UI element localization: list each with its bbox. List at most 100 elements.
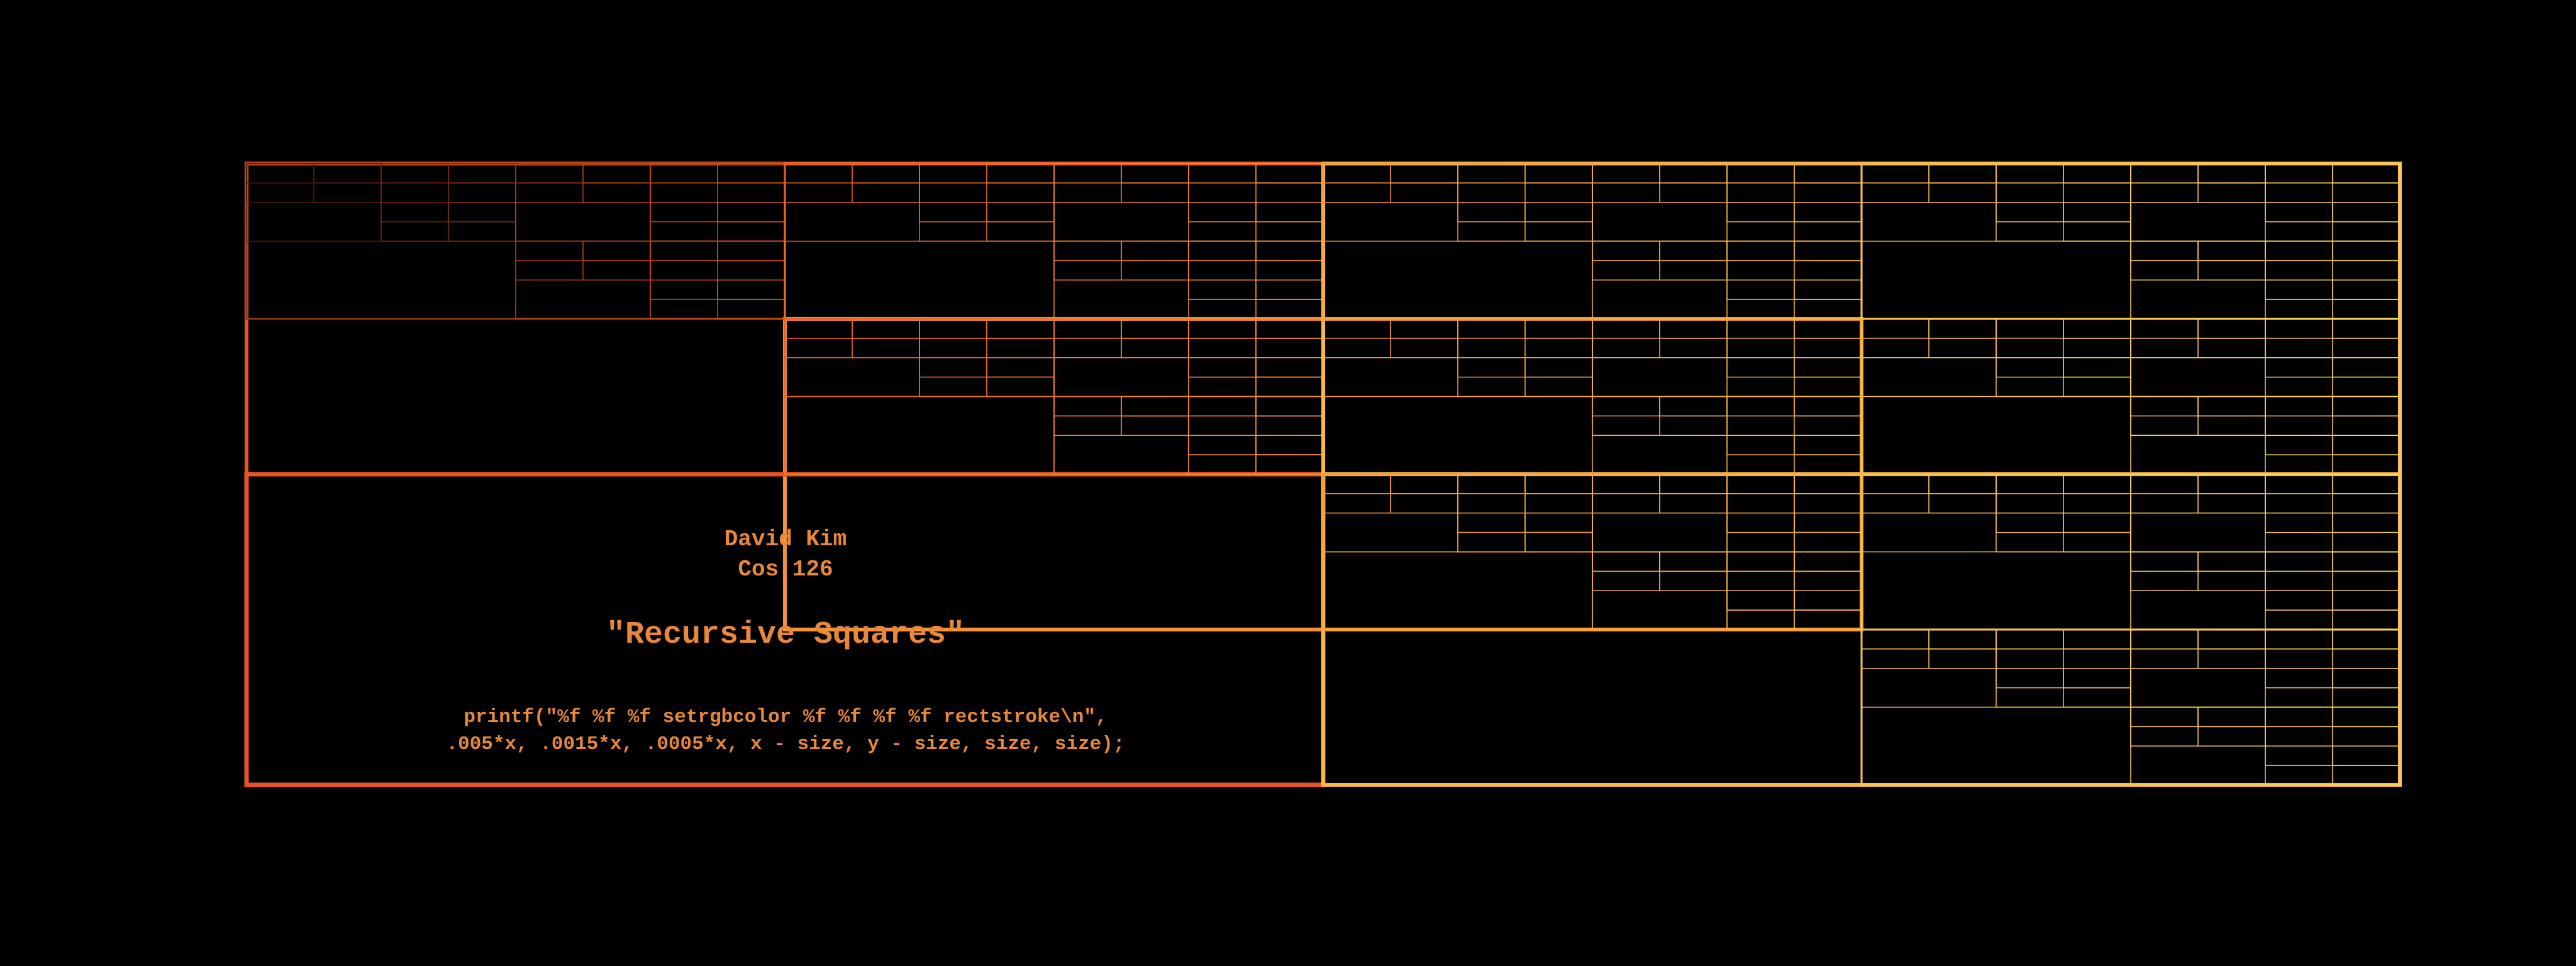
fractal-square (1390, 474, 1458, 494)
fractal-square (1053, 240, 1122, 262)
fractal-square (919, 202, 987, 223)
fractal-square (1794, 163, 1862, 184)
fractal-square (2265, 202, 2333, 223)
fractal-square (1255, 357, 1324, 378)
fractal-square (1794, 415, 1862, 436)
fractal-square (2197, 706, 2266, 728)
fractal-square (2332, 415, 2401, 436)
fractal-square (1659, 551, 1728, 572)
fractal-square (2265, 474, 2333, 494)
fractal-square (1255, 415, 1324, 436)
fractal-square (986, 202, 1055, 223)
fractal-square (2332, 338, 2401, 358)
fractal-square (448, 221, 516, 242)
fractal-square (1659, 318, 1728, 339)
fractal-square (1457, 202, 1526, 223)
fractal-square (1255, 221, 1324, 242)
fractal-square (1928, 648, 1997, 669)
fractal-square (1794, 570, 1862, 592)
fractal-square (1188, 357, 1257, 378)
fractal-square (2063, 513, 2131, 533)
fractal-square (2332, 551, 2401, 572)
fractal-square (1794, 513, 1862, 533)
fractal-square (1053, 163, 1122, 184)
fractal-square (1726, 240, 1795, 262)
fractal-square (1592, 551, 1660, 572)
fractal-square (1255, 396, 1324, 417)
fractal-square (1053, 396, 1122, 417)
fractal-square (1794, 260, 1862, 281)
fractal-square (1592, 474, 1660, 494)
fractal-square (2063, 163, 2131, 184)
fractal-square (1524, 531, 1593, 553)
fractal-square (1524, 163, 1593, 184)
fractal-square (717, 279, 786, 300)
fractal-square (2332, 493, 2401, 514)
fractal-square (1255, 279, 1324, 300)
fractal-square (1390, 493, 1458, 514)
fractal-square (1524, 221, 1593, 242)
fractal-square (852, 182, 920, 203)
fractal-square (1794, 493, 1862, 514)
fractal-square (1524, 338, 1593, 358)
fractal-square (2063, 648, 2131, 669)
fractal-square (1659, 570, 1728, 592)
fractal-square (1794, 493, 1862, 514)
fractal-square (1794, 435, 1862, 455)
fractal-square (2265, 357, 2333, 378)
artwork-title: "Recursive Squares" (606, 617, 965, 653)
fractal-square (2332, 765, 2401, 786)
fractal-square (919, 163, 987, 184)
fractal-square (1794, 182, 1862, 203)
fractal-square (1524, 474, 1593, 494)
fractal-square (2063, 376, 2131, 397)
fractal-square (1255, 299, 1324, 319)
fractal-square (986, 357, 1055, 378)
fractal-square (2265, 551, 2333, 572)
fractal-square (784, 318, 853, 339)
fractal-square (448, 202, 516, 223)
fractal-square (2197, 182, 2266, 203)
fractal-square (1592, 240, 1660, 262)
fractal-square (1255, 435, 1324, 455)
fractal-square (1794, 221, 1862, 242)
fractal-square (1524, 318, 1593, 339)
fractal-square (1592, 551, 1660, 572)
fractal-square (1121, 260, 1189, 281)
fractal-square (1659, 338, 1728, 358)
fractal-square (784, 163, 853, 184)
fractal-square (2265, 163, 2333, 184)
fractal-square (1726, 474, 1795, 494)
fractal-square (1928, 493, 1997, 514)
fractal-square (1255, 396, 1324, 417)
fractal-square (1457, 513, 1526, 533)
fractal-square (717, 260, 786, 281)
fractal-square (2197, 318, 2266, 339)
fractal-square (1524, 513, 1593, 533)
fractal-square (1996, 357, 2064, 378)
fractal-square (2332, 609, 2401, 630)
fractal-square (1121, 318, 1189, 339)
fractal-square (1592, 318, 1660, 339)
fractal-square (1255, 202, 1324, 223)
fractal-square (1255, 338, 1324, 358)
fractal-square (2063, 318, 2131, 339)
fractal-square (1255, 435, 1324, 455)
fractal-square (2332, 726, 2401, 747)
fractal-square (1726, 474, 1795, 494)
fractal-square (1188, 435, 1257, 455)
fractal-square (1053, 318, 1122, 339)
fractal-square (1794, 454, 1862, 475)
fractal-square (2063, 687, 2131, 708)
fractal-square (1726, 202, 1795, 223)
fractal-square (919, 357, 987, 378)
fractal-square (1524, 474, 1593, 494)
fractal-square (1928, 163, 1997, 184)
fractal-square (986, 376, 1055, 397)
fractal-square (2130, 163, 2199, 184)
fractal-square (2332, 435, 2401, 455)
fractal-square (1726, 551, 1795, 572)
fractal-square (1794, 531, 1862, 553)
fractal-square (2130, 551, 2199, 572)
